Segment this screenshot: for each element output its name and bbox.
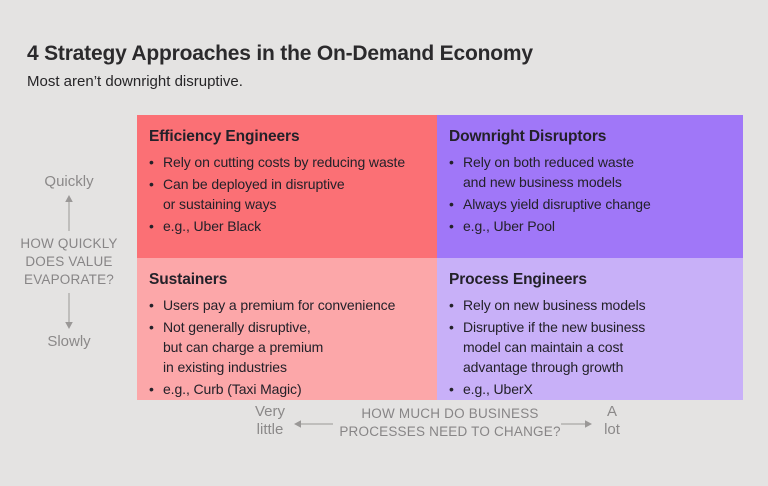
bullet-item: • Disruptive if the new business model c…	[449, 317, 735, 377]
quadrant-sustainers: Sustainers • Users pay a premium for con…	[137, 258, 437, 400]
bullet-item: • e.g., Uber Black	[149, 216, 429, 236]
bullet-text: Rely on new business models	[463, 297, 646, 313]
bullet-marker: •	[449, 196, 454, 212]
arrow-left-icon	[294, 420, 333, 428]
x-axis-right-label: A lot	[604, 403, 620, 438]
bullet-marker: •	[149, 381, 154, 397]
bullet-item: • Rely on new business models	[449, 295, 735, 315]
quadrant-efficiency-engineers: Efficiency Engineers • Rely on cutting c…	[137, 115, 437, 258]
bullet-item: • e.g., Curb (Taxi Magic)	[149, 379, 429, 399]
bullet-item: • Rely on cutting costs by reducing wast…	[149, 152, 429, 172]
bullet-marker: •	[449, 381, 454, 397]
x-axis-left-label: Very little	[254, 403, 285, 438]
bullet-text: Rely on cutting costs by reducing waste	[163, 154, 406, 170]
quadrant-downright-disruptors: Downright Disruptors • Rely on both redu…	[437, 115, 743, 258]
bullet-text: e.g., Uber Pool	[463, 218, 555, 234]
page-subtitle: Most aren’t downright disruptive.	[27, 73, 243, 90]
y-axis-question: HOW QUICKLY DOES VALUE EVAPORATE?	[20, 236, 118, 287]
page-title: 4 Strategy Approaches in the On-Demand E…	[27, 42, 533, 65]
bullet-marker: •	[449, 154, 454, 170]
two-by-two-matrix: Efficiency Engineers • Rely on cutting c…	[137, 115, 743, 400]
arrow-right-icon	[561, 420, 592, 428]
y-axis-bottom-label: Slowly	[47, 333, 91, 350]
bullet-text: Disruptive if the new business model can…	[463, 319, 646, 375]
quadrant-title: Sustainers	[149, 271, 228, 288]
bullet-text: Users pay a premium for convenience	[163, 297, 396, 313]
quadrant-title: Downright Disruptors	[449, 128, 607, 145]
quadrant-process-engineers: Process Engineers • Rely on new business…	[437, 258, 743, 400]
quadrant-title: Efficiency Engineers	[149, 128, 300, 145]
arrow-up-icon	[65, 195, 73, 231]
bullet-text: Can be deployed in disruptive or sustain…	[163, 176, 345, 212]
arrow-down-icon	[65, 293, 73, 329]
bullet-item: • Not generally disruptive, but can char…	[149, 317, 429, 377]
bullet-text: e.g., Curb (Taxi Magic)	[163, 381, 302, 397]
bullet-marker: •	[449, 297, 454, 313]
bullet-marker: •	[149, 319, 154, 335]
bullet-item: • Always yield disruptive change	[449, 194, 735, 214]
bullet-marker: •	[149, 218, 154, 234]
x-axis-question: HOW MUCH DO BUSINESS PROCESSES NEED TO C…	[339, 406, 561, 439]
bullet-marker: •	[449, 319, 454, 335]
y-axis-top-label: Quickly	[44, 173, 94, 190]
bullet-item: • Users pay a premium for convenience	[149, 295, 429, 315]
bullet-text: Rely on both reduced waste and new busin…	[463, 154, 634, 190]
bullet-marker: •	[149, 176, 154, 192]
bullet-item: • e.g., Uber Pool	[449, 216, 735, 236]
bullet-marker: •	[149, 297, 154, 313]
bullet-text: Always yield disruptive change	[463, 196, 651, 212]
quadrant-title: Process Engineers	[449, 271, 587, 288]
bullet-marker: •	[449, 218, 454, 234]
bullet-text: e.g., UberX	[463, 381, 533, 397]
bullet-text: e.g., Uber Black	[163, 218, 261, 234]
bullet-marker: •	[149, 154, 154, 170]
bullet-text: Not generally disruptive, but can charge…	[163, 319, 324, 375]
y-axis: Quickly HOW QUICKLY DOES VALUE EVAPORATE…	[6, 172, 132, 352]
bullet-item: • Rely on both reduced waste and new bus…	[449, 152, 735, 192]
bullet-item: • e.g., UberX	[449, 379, 735, 399]
bullet-item: • Can be deployed in disruptive or susta…	[149, 174, 429, 214]
